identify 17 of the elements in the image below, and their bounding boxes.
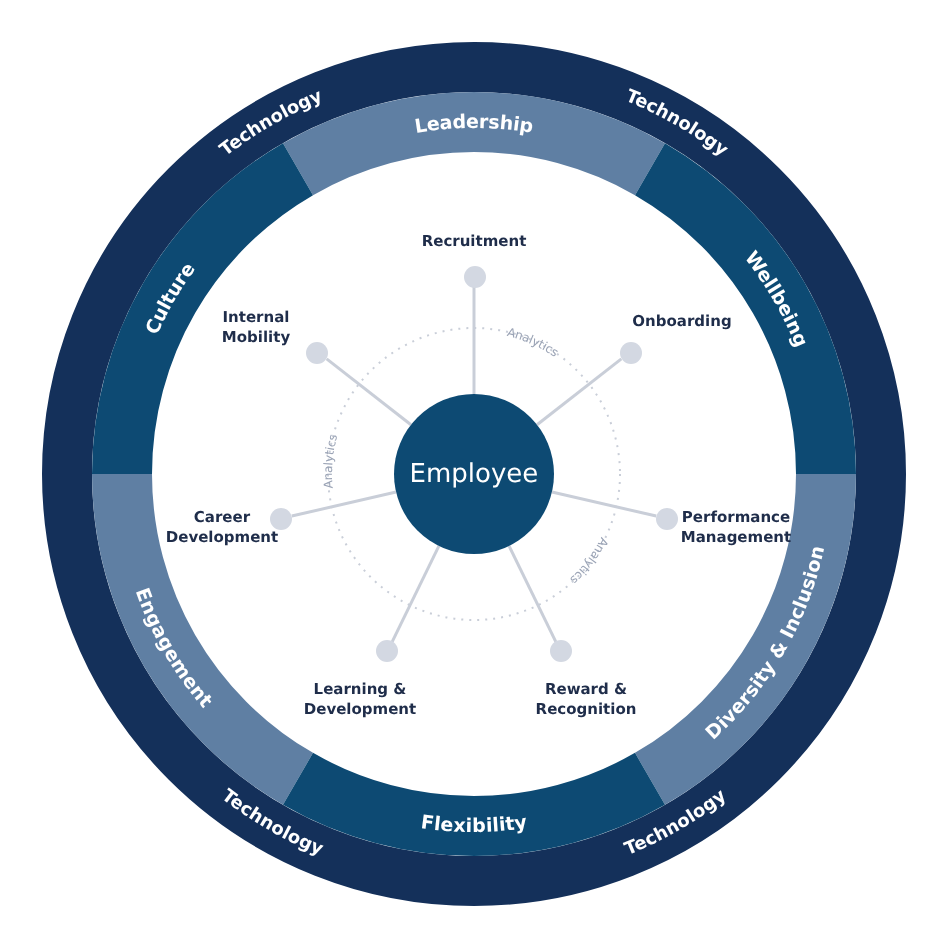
spoke-line [507, 545, 558, 643]
segment-label: Flexibility [419, 811, 529, 838]
spoke-dot [376, 640, 399, 663]
center-circle: Employee [394, 394, 554, 554]
spoke-dot [619, 341, 641, 364]
spoke-line [472, 287, 476, 394]
segment-label: Leadership [413, 111, 535, 139]
spoke-dot [463, 265, 485, 287]
spoke-dot [306, 341, 329, 364]
spoke-dot [655, 507, 678, 530]
spoke-line [536, 357, 623, 426]
spoke-line [551, 490, 657, 518]
spoke-dot [549, 640, 572, 663]
spoke-line [291, 490, 397, 518]
spoke-line [325, 357, 412, 426]
spoke-line [390, 545, 441, 643]
spoke-dot [270, 507, 293, 530]
